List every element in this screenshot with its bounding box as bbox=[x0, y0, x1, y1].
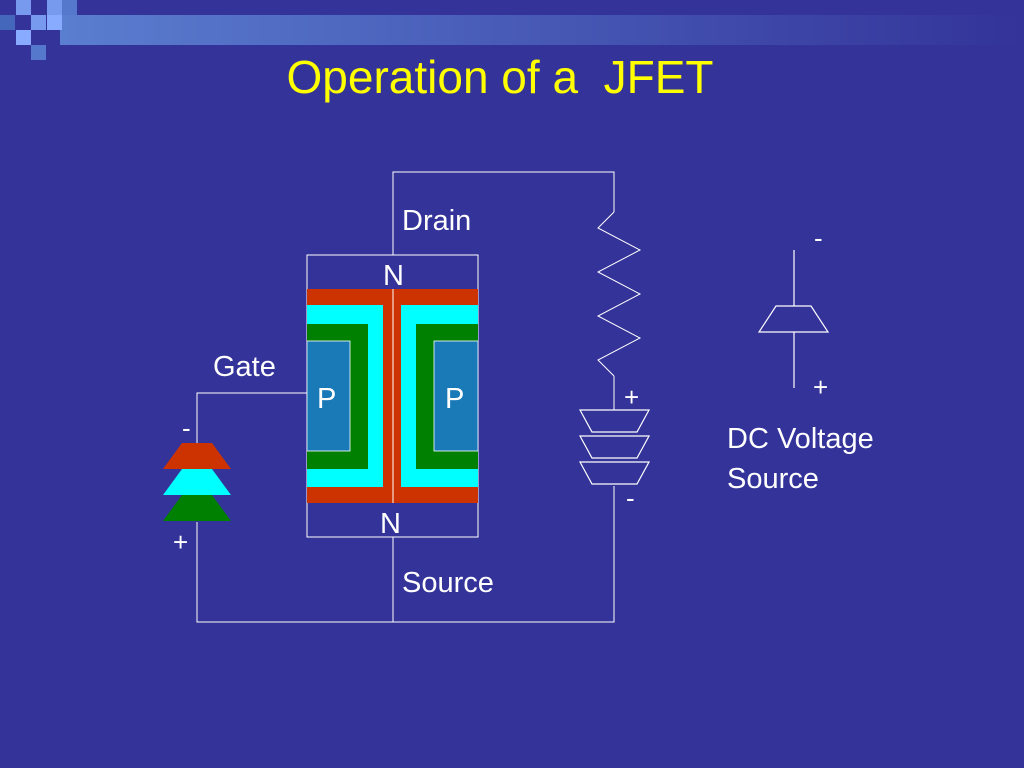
n-bottom-label: N bbox=[380, 508, 401, 540]
legend-plus-label: + bbox=[813, 372, 828, 402]
decor-square bbox=[62, 0, 77, 15]
dc-voltage-source-symbol bbox=[757, 250, 830, 388]
decor-square bbox=[47, 0, 62, 15]
gate-battery-plus-label: + bbox=[173, 527, 188, 557]
drain-battery bbox=[578, 409, 651, 485]
header-gradient-bar bbox=[60, 15, 1024, 45]
legend-label-line1: DC Voltage bbox=[727, 423, 874, 455]
gate-battery-cell-3 bbox=[163, 495, 231, 521]
decor-square bbox=[31, 15, 46, 30]
corner-decoration bbox=[0, 0, 1024, 60]
resistor bbox=[596, 211, 642, 377]
p-left-label: P bbox=[317, 383, 336, 415]
n-top-label: N bbox=[383, 260, 404, 292]
gate-battery bbox=[163, 443, 231, 521]
decor-square bbox=[16, 30, 31, 45]
drain-battery-minus-label: - bbox=[626, 483, 635, 513]
legend-minus-label: - bbox=[814, 223, 823, 253]
jfet-body bbox=[306, 254, 479, 538]
gate-battery-cell-1 bbox=[163, 443, 231, 469]
slide-title: Operation of a JFET bbox=[286, 51, 714, 103]
p-region-right bbox=[433, 340, 479, 452]
legend-label-line2: Source bbox=[727, 463, 819, 495]
decor-square bbox=[16, 0, 31, 15]
drain-wire bbox=[392, 171, 615, 255]
drain-label: Drain bbox=[402, 205, 471, 237]
gate-label: Gate bbox=[213, 351, 276, 383]
decor-square bbox=[0, 15, 15, 30]
drain-battery-plus-label: + bbox=[624, 382, 639, 412]
p-right-label: P bbox=[445, 383, 464, 415]
gate-battery-minus-label: - bbox=[182, 413, 191, 443]
decor-square bbox=[47, 15, 62, 30]
source-label: Source bbox=[402, 567, 494, 599]
decor-square bbox=[31, 45, 46, 60]
circuit-wires bbox=[196, 171, 642, 623]
p-region-left bbox=[306, 340, 351, 452]
gate-battery-cell-2 bbox=[163, 469, 231, 495]
return-wire bbox=[196, 486, 615, 623]
